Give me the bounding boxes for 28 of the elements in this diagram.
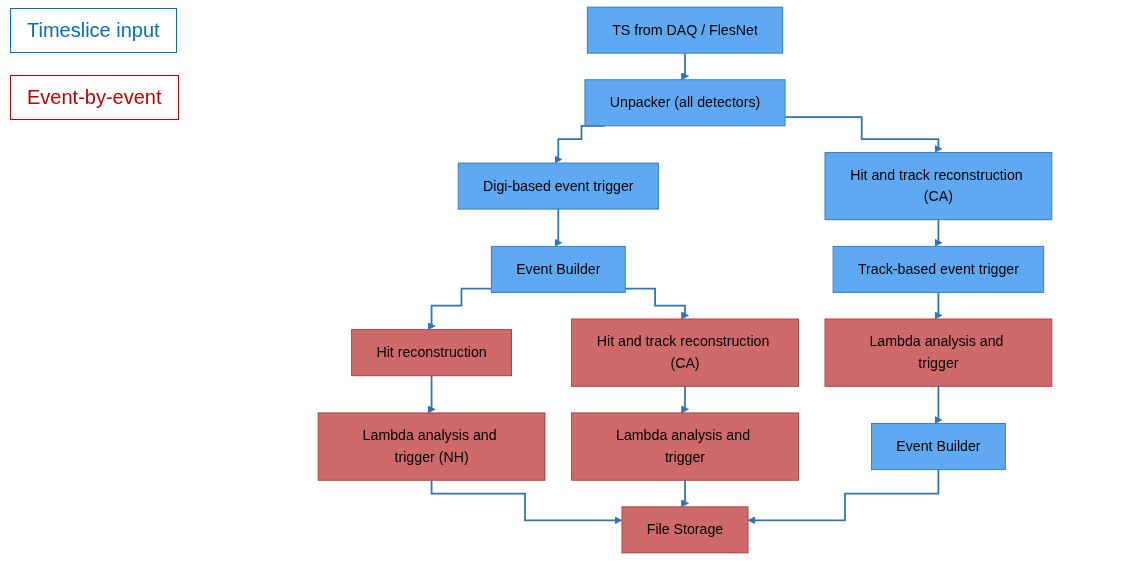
legend-entry: Timeslice input: [10, 8, 177, 53]
arrow: [554, 208, 563, 247]
arrow: [427, 287, 493, 330]
node-box: Event Builder: [871, 423, 1006, 471]
arrow: [430, 479, 623, 525]
arrow: [934, 385, 943, 424]
node-box: Digi-based event trigger: [457, 162, 659, 210]
node-box: File Storage: [621, 506, 749, 554]
node-box: Hit and track reconstruction (CA): [824, 151, 1053, 221]
node-box: Hit and track reconstruction (CA): [571, 318, 799, 387]
node-box: Lambda analysis and trigger: [571, 412, 799, 481]
node-box: Lambda analysis and trigger (NH): [317, 412, 546, 481]
node-box: Lambda analysis and trigger: [824, 318, 1053, 387]
arrow: [681, 385, 689, 414]
arrow: [747, 468, 940, 525]
arrow: [934, 218, 943, 247]
arrow: [427, 374, 436, 414]
arrow: [624, 287, 689, 320]
arrow: [681, 479, 689, 508]
arrow: [681, 52, 689, 81]
arrow: [934, 291, 943, 320]
node-box: TS from DAQ / FlesNet: [586, 6, 784, 54]
node-box: Unpacker (all detectors): [584, 79, 786, 127]
node-box: Hit reconstruction: [351, 329, 512, 377]
node-box: Track-based event trigger: [832, 245, 1045, 293]
arrow: [784, 116, 943, 153]
node-box: Event Builder: [490, 245, 626, 293]
legend-entry: Event-by-event: [10, 75, 179, 120]
